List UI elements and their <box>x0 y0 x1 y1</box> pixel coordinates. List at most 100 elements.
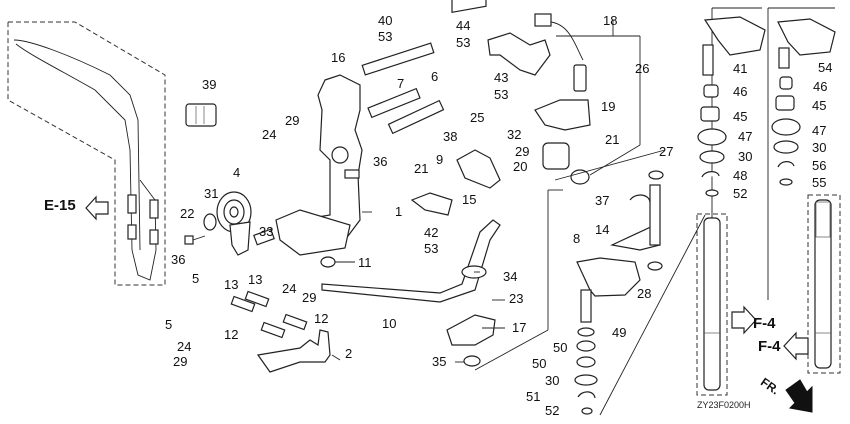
part-47-bearing-b[interactable] <box>771 118 801 136</box>
label-15a: 15 <box>462 192 477 207</box>
label-30c: 30 <box>812 140 827 155</box>
part-26-seal[interactable] <box>570 169 590 185</box>
part-12-link-a[interactable] <box>260 321 286 339</box>
label-47a: 47 <box>738 129 753 144</box>
label-2: 2 <box>345 346 353 361</box>
part-13-link-a[interactable] <box>230 295 256 313</box>
label-52a: 52 <box>545 403 560 418</box>
part-19-plate[interactable] <box>534 99 591 131</box>
part-48-clip[interactable] <box>701 171 720 178</box>
label-5b: 5 <box>165 317 173 332</box>
part-30-washer-a[interactable] <box>574 374 598 386</box>
label-17: 17 <box>512 320 527 335</box>
label-37: 37 <box>595 193 610 208</box>
part-4-pulley[interactable] <box>216 191 252 256</box>
part-16-bracket[interactable] <box>298 74 363 241</box>
part-50-seal-a[interactable] <box>576 340 596 352</box>
label-32: 32 <box>507 127 522 142</box>
label-11: 11 <box>358 255 372 270</box>
part-55-collar[interactable] <box>779 178 793 186</box>
f4-left-arrow-icon <box>783 331 809 361</box>
label-12b: 12 <box>314 311 329 326</box>
label-4: 4 <box>233 165 241 180</box>
label-40: 40 <box>378 13 393 28</box>
part-47-bearing-a[interactable] <box>697 128 727 146</box>
part-12-link-b[interactable] <box>282 313 308 331</box>
label-19: 19 <box>601 99 616 114</box>
label-33: 33 <box>259 224 274 239</box>
label-29c: 29 <box>302 290 317 305</box>
label-6: 6 <box>431 69 439 84</box>
part-45-bearing-b[interactable] <box>775 95 795 111</box>
part-45-bearing-a[interactable] <box>700 106 720 122</box>
part-27-washer[interactable] <box>648 170 664 180</box>
part-11-grommet[interactable] <box>320 256 336 268</box>
label-54: 54 <box>818 60 833 75</box>
label-24c: 24 <box>177 339 192 354</box>
leader-lines <box>331 20 706 416</box>
label-7: 7 <box>397 76 405 91</box>
part-8-gear-shaft[interactable] <box>576 257 641 323</box>
part-35-washer[interactable] <box>463 355 481 367</box>
label-48: 48 <box>733 168 748 183</box>
part-41-gear-shaft[interactable] <box>702 16 766 76</box>
front-arrow-icon <box>785 379 813 413</box>
part-30-washer-c[interactable] <box>773 140 799 154</box>
part-54-gear-shaft[interactable] <box>777 18 836 69</box>
part-31-washer[interactable] <box>203 213 217 231</box>
part-17-holder[interactable] <box>446 314 496 346</box>
part-37-clip[interactable] <box>629 194 651 204</box>
ref-e15[interactable]: E-15 <box>44 197 76 214</box>
label-43: 43 <box>494 70 509 85</box>
part-39-clip[interactable] <box>185 103 217 127</box>
part-28-washer[interactable] <box>647 261 663 271</box>
part-50-seal-b[interactable] <box>576 356 596 368</box>
bracket-lower-plate[interactable] <box>275 209 351 256</box>
part-51-clip[interactable] <box>577 391 596 399</box>
part-9-plate[interactable] <box>456 149 501 189</box>
label-41: 41 <box>733 61 748 76</box>
label-21b: 21 <box>414 161 429 176</box>
label-36b: 36 <box>373 154 388 169</box>
label-18: 18 <box>603 13 618 28</box>
throttle-cable-assembly[interactable] <box>7 21 166 286</box>
part-22-bolt[interactable] <box>184 235 206 245</box>
part-10-shift-rod[interactable] <box>321 219 501 303</box>
part-30-washer-b[interactable] <box>699 150 725 164</box>
part-46-collar-a[interactable] <box>703 84 719 98</box>
vertical-shaft-right[interactable] <box>807 194 841 374</box>
label-38: 38 <box>443 129 458 144</box>
label-13b: 13 <box>248 272 263 287</box>
part-52-collar-a[interactable] <box>581 407 593 415</box>
part-2-lever-plate[interactable] <box>256 329 331 373</box>
part-44-cover[interactable] <box>451 0 487 14</box>
part-46-collar-b[interactable] <box>779 76 793 90</box>
label-29b: 29 <box>515 144 530 159</box>
part-14-gear[interactable] <box>610 184 661 251</box>
label-44: 44 <box>456 18 471 33</box>
ref-f4-right[interactable]: F-4 <box>753 315 776 332</box>
label-52b: 52 <box>733 186 748 201</box>
part-6-arm[interactable] <box>387 99 445 135</box>
part-42-plate[interactable] <box>410 192 453 216</box>
part-49-washer[interactable] <box>577 327 595 337</box>
label-29a: 29 <box>285 113 300 128</box>
part-52-collar-b[interactable] <box>705 189 719 197</box>
part-26-neutral-switch[interactable] <box>534 13 587 92</box>
label-51: 51 <box>526 389 541 404</box>
ref-f4-left[interactable]: F-4 <box>758 338 781 355</box>
vertical-shaft-left[interactable] <box>696 213 728 396</box>
label-28: 28 <box>637 286 652 301</box>
label-23: 23 <box>509 291 524 306</box>
part-40-strap[interactable] <box>361 42 435 76</box>
part-43-bracket[interactable] <box>487 32 551 76</box>
label-30a: 30 <box>545 373 560 388</box>
label-21c: 21 <box>605 132 620 147</box>
part-7-arm[interactable] <box>367 87 421 119</box>
part-13-link-b[interactable] <box>244 290 270 308</box>
part-33-pin[interactable] <box>253 228 275 246</box>
label-30b: 30 <box>738 149 753 164</box>
part-56-clip[interactable] <box>777 161 795 168</box>
part-20-boot[interactable] <box>542 142 570 170</box>
label-12a: 12 <box>224 327 239 342</box>
